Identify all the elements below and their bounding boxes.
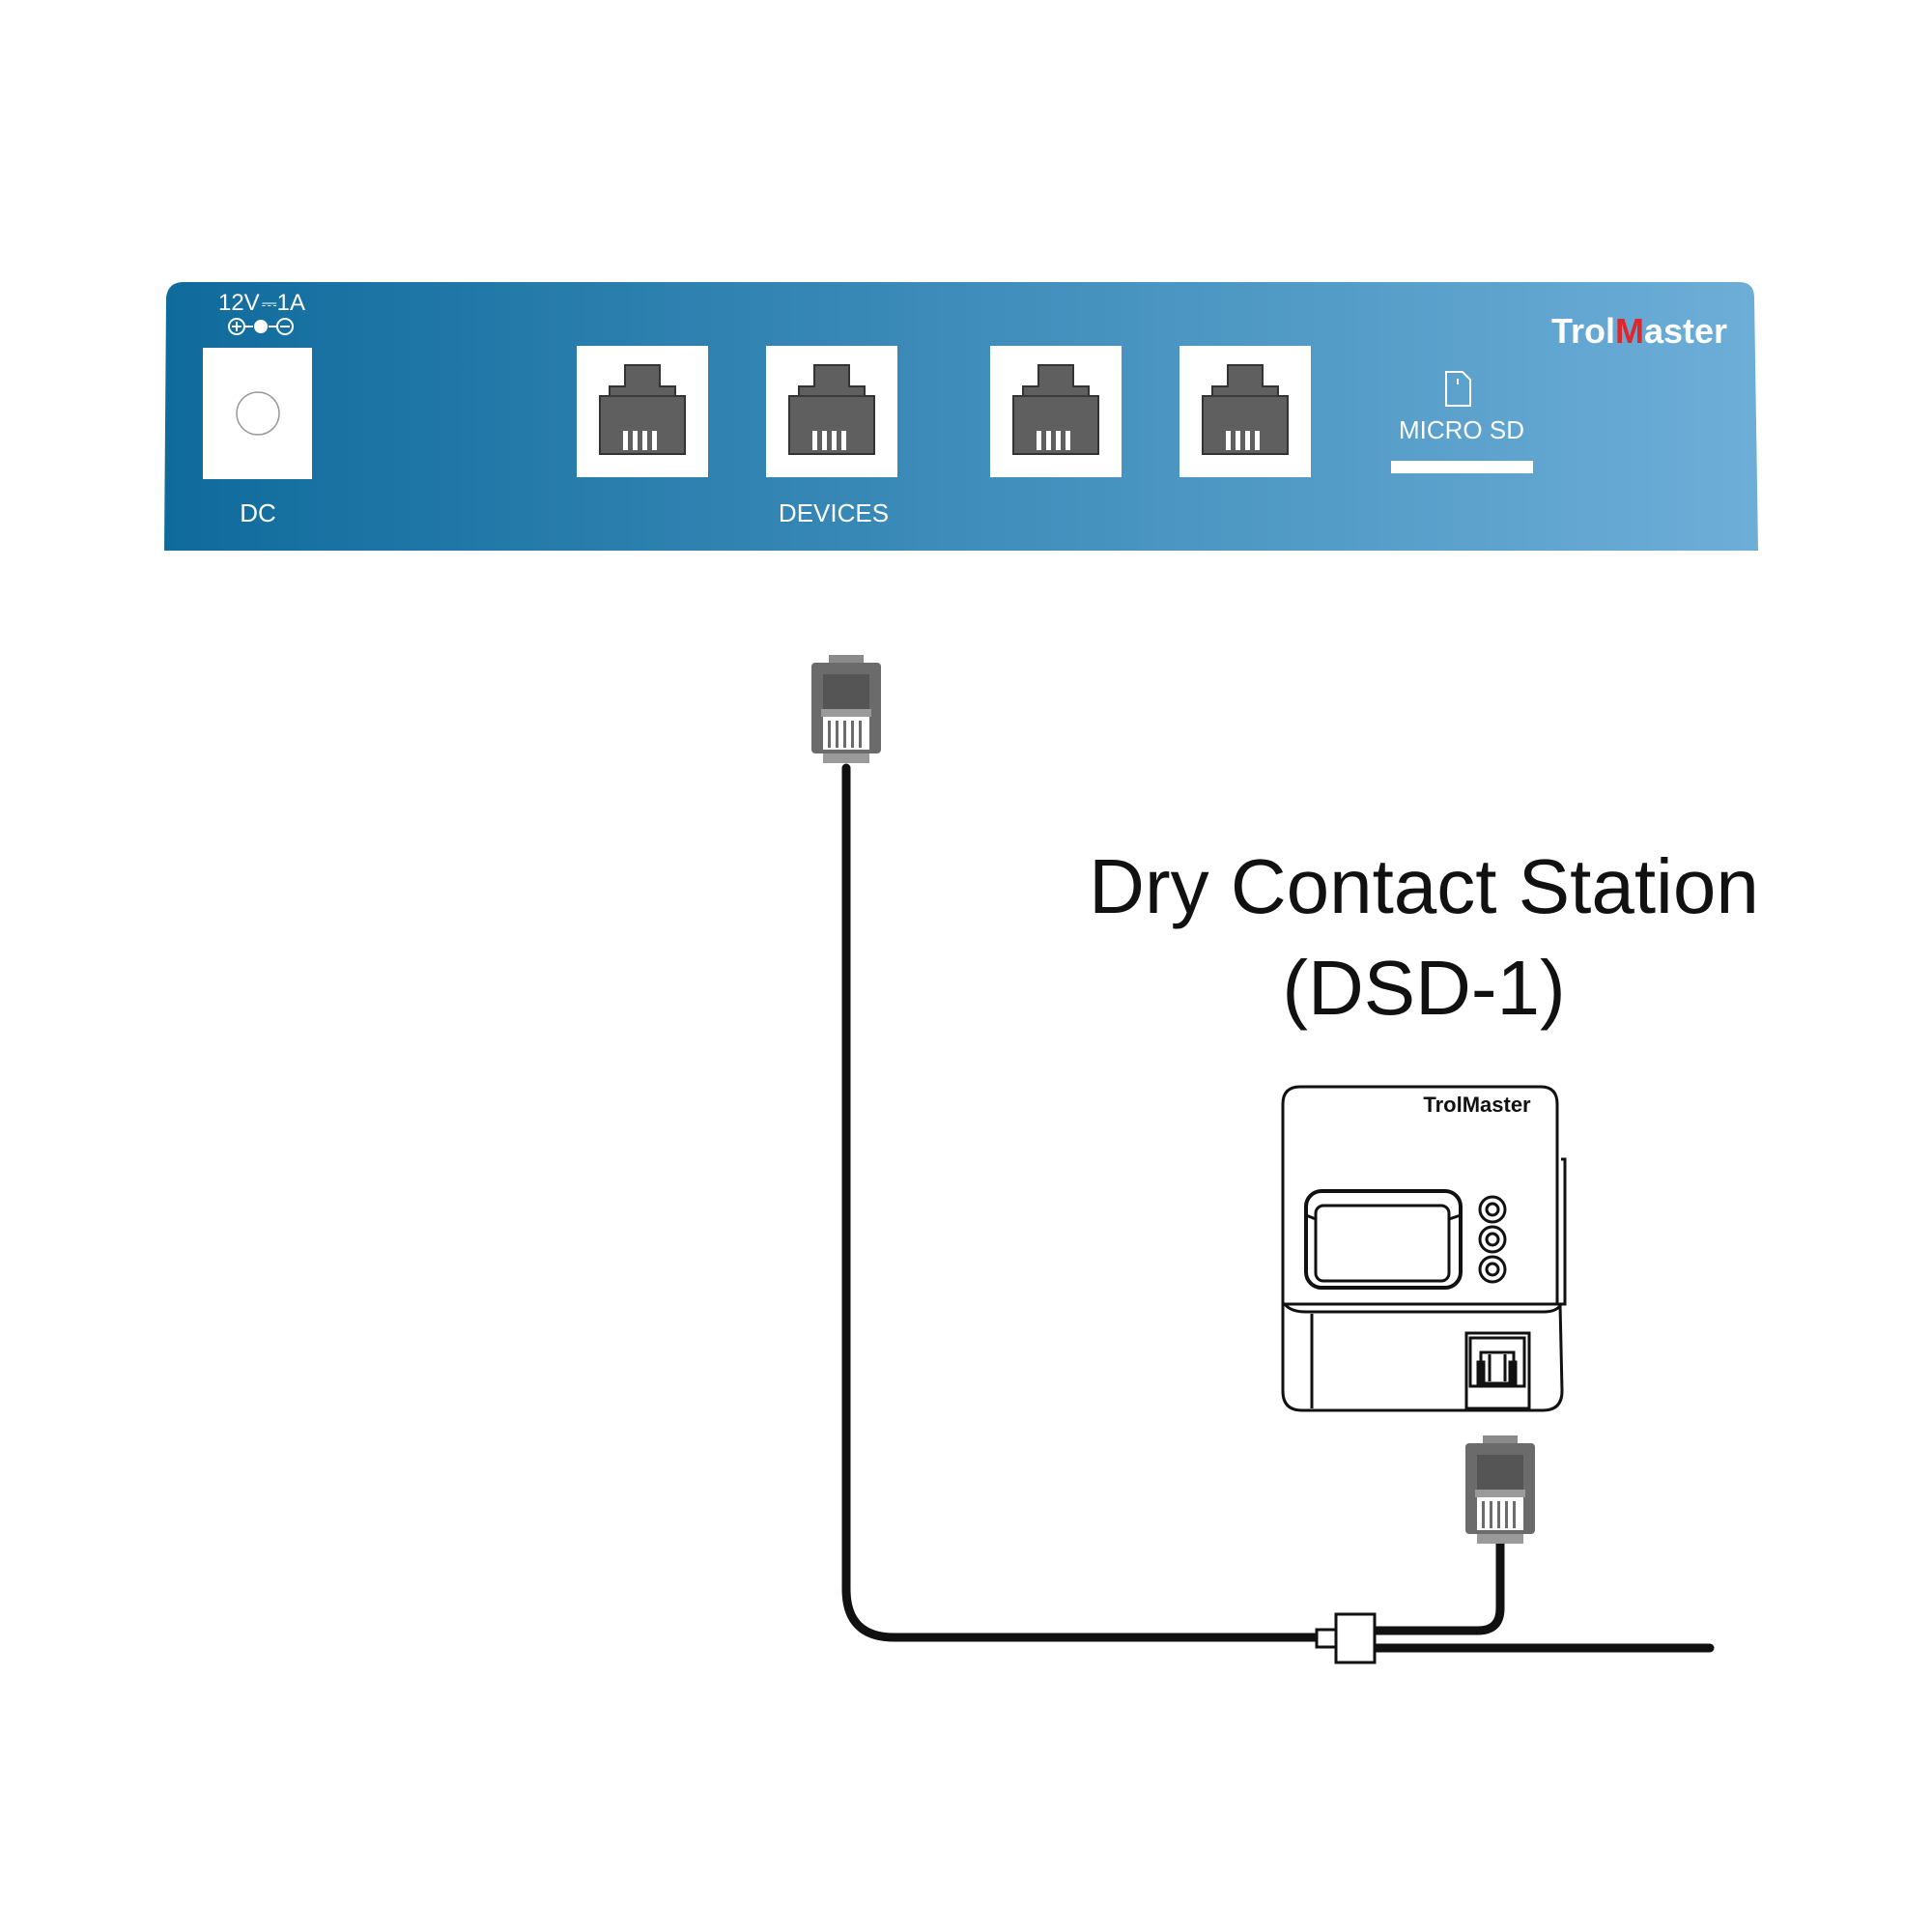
dc-jack[interactable] [203,348,312,479]
device-ports [577,346,1311,477]
dry-contact-station-device [1281,1085,1567,1412]
device-ledge [1283,1303,1563,1314]
devices-label: DEVICES [779,498,889,527]
device-port-3[interactable] [990,346,1122,477]
rj-plug-station[interactable] [1465,1435,1535,1544]
device-buttons [1478,1195,1507,1284]
device-button-3[interactable] [1478,1255,1507,1284]
cable-splitter [1315,1612,1377,1664]
polarity-icon [228,318,294,335]
device-brand-logo: TrolMaster [1423,1093,1531,1117]
panel-body [164,282,1758,551]
device-button-1[interactable] [1478,1195,1507,1224]
controller-panel: 12V⎓1A DC DEVICES MICRO SD [164,282,1758,551]
brand-logo: TrolMaster [1551,311,1727,351]
device-port-1[interactable] [577,346,708,477]
power-rating-label: 12V⎓1A [218,290,305,316]
dc-label: DC [240,498,276,527]
device-port-4[interactable] [1179,346,1311,477]
station-title: Dry Contact Station [1089,843,1759,929]
device-screen [1304,1189,1463,1290]
device-rj-socket[interactable] [1464,1331,1531,1410]
cable [841,763,1715,1653]
micro-sd-icon [1445,371,1471,407]
station-model: (DSD-1) [1282,945,1565,1031]
device-button-2[interactable] [1478,1225,1507,1254]
device-port-2[interactable] [766,346,897,477]
micro-sd-label: MICRO SD [1399,415,1524,444]
rj-plug-top[interactable] [811,655,881,763]
micro-sd-slot[interactable] [1391,461,1533,473]
device-side-edge [1561,1157,1567,1306]
